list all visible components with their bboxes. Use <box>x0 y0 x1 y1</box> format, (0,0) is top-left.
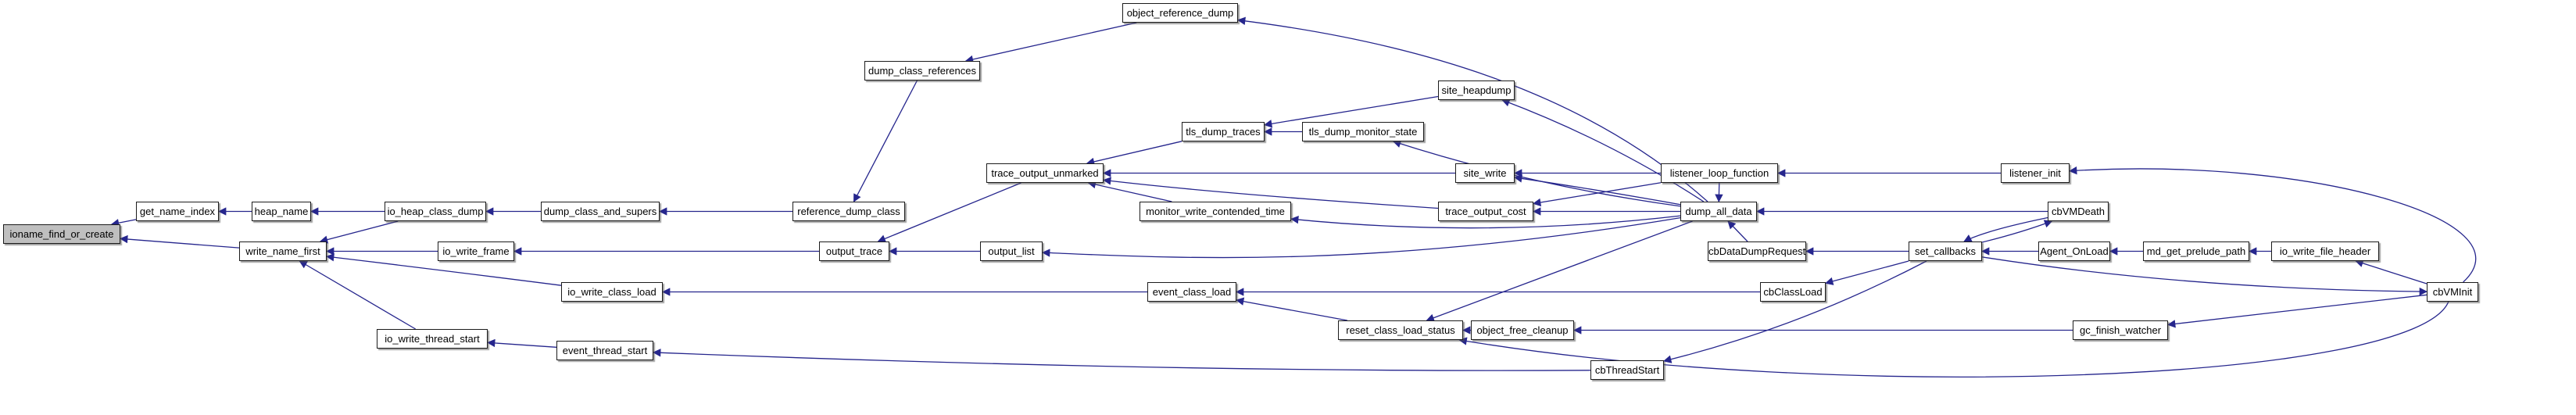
edge-get_name_index-ioname_find_or_create <box>110 219 137 227</box>
node-site_heapdump[interactable]: site_heapdump <box>1438 80 1515 100</box>
edge-io_write_class_load-write_name_first <box>325 253 562 286</box>
node-cbClassLoad[interactable]: cbClassLoad <box>1760 282 1826 302</box>
edge-trace_output_unmarked-output_trace <box>877 182 1021 243</box>
edge-dump_all_data-monitor_write_contended_time <box>1290 215 1681 229</box>
edge-reset_class_load_status-event_class_load <box>1235 297 1348 321</box>
node-listener_init[interactable]: listener_init <box>2001 163 2070 183</box>
edge-dump_all_data-output_list <box>1041 216 1681 259</box>
edge-set_callbacks-cbClassLoad <box>1824 260 1909 285</box>
node-write_name_first[interactable]: write_name_first <box>239 241 327 261</box>
edge-dump_all_data-site_heapdump <box>1501 98 1705 202</box>
edge-listener_loop_function-trace_output_cost <box>1532 182 1662 207</box>
node-io_write_file_header[interactable]: io_write_file_header <box>2271 241 2379 261</box>
edge-site_heapdump-tls_dump_traces <box>1263 95 1439 128</box>
edge-set_callbacks-cbThreadStart <box>1662 260 1927 363</box>
node-cbVMInit[interactable]: cbVMInit <box>2427 282 2478 302</box>
edge-set_callbacks-cbVMInit <box>1981 256 2428 296</box>
node-event_thread_start[interactable]: event_thread_start <box>556 341 653 360</box>
edge-io_write_thread_start-write_name_first <box>299 260 417 330</box>
node-cbVMDeath[interactable]: cbVMDeath <box>2048 202 2109 221</box>
node-reset_class_load_status[interactable]: reset_class_load_status <box>1338 320 1463 340</box>
edge-cbThreadStart-event_thread_start <box>652 349 1591 371</box>
edge-tls_dump_traces-trace_output_unmarked <box>1086 141 1182 166</box>
edge-cbDataDumpRequest-dump_all_data <box>1727 220 1748 242</box>
node-dump_class_and_supers[interactable]: dump_class_and_supers <box>541 202 660 221</box>
edge-cbVMInit-io_write_file_header <box>2355 259 2428 284</box>
edge-set_callbacks-cbVMDeath <box>1981 220 2053 243</box>
node-cbThreadStart[interactable]: cbThreadStart <box>1590 360 1664 380</box>
node-ioname_find_or_create: ioname_find_or_create <box>3 224 120 244</box>
node-object_free_cleanup[interactable]: object_free_cleanup <box>1471 320 1574 340</box>
edge-dump_all_data-reset_class_load_status <box>1426 220 1693 322</box>
node-trace_output_unmarked[interactable]: trace_output_unmarked <box>986 163 1104 183</box>
node-set_callbacks[interactable]: set_callbacks <box>1909 241 1982 261</box>
edge-dump_all_data-object_reference_dump <box>1236 16 1708 202</box>
node-cbDataDumpRequest[interactable]: cbDataDumpRequest <box>1708 241 1806 261</box>
edge-dump_all_data-site_write <box>1513 174 1681 206</box>
node-Agent_OnLoad[interactable]: Agent_OnLoad <box>2038 241 2110 261</box>
node-get_name_index[interactable]: get_name_index <box>136 202 219 221</box>
edge-event_thread_start-io_write_thread_start <box>486 338 557 348</box>
node-event_class_load[interactable]: event_class_load <box>1147 282 1236 302</box>
node-tls_dump_monitor_state[interactable]: tls_dump_monitor_state <box>1302 122 1424 141</box>
edge-monitor_write_contended_time-trace_output_unmarked <box>1087 180 1172 202</box>
node-object_reference_dump[interactable]: object_reference_dump <box>1122 3 1238 23</box>
node-dump_all_data[interactable]: dump_all_data <box>1680 202 1757 221</box>
node-reference_dump_class[interactable]: reference_dump_class <box>792 202 905 221</box>
edge-cbVMDeath-set_callbacks <box>1963 216 2048 242</box>
node-io_write_thread_start[interactable]: io_write_thread_start <box>377 329 488 349</box>
node-trace_output_cost[interactable]: trace_output_cost <box>1438 202 1533 221</box>
edge-io_heap_class_dump-write_name_first <box>319 220 399 244</box>
node-tls_dump_traces[interactable]: tls_dump_traces <box>1182 122 1265 141</box>
edge-dump_class_references-reference_dump_class <box>853 80 918 202</box>
edge-group <box>110 16 2477 377</box>
node-listener_loop_function[interactable]: listener_loop_function <box>1661 163 1778 183</box>
node-site_write[interactable]: site_write <box>1455 163 1515 183</box>
node-io_write_class_load[interactable]: io_write_class_load <box>561 282 663 302</box>
node-gc_finish_watcher[interactable]: gc_finish_watcher <box>2073 320 2168 340</box>
edge-write_name_first-ioname_find_or_create <box>119 234 240 249</box>
node-output_list[interactable]: output_list <box>980 241 1043 261</box>
node-heap_name[interactable]: heap_name <box>252 202 311 221</box>
edge-trace_output_cost-trace_output_unmarked <box>1102 177 1439 209</box>
edge-object_reference_dump-dump_class_references <box>964 22 1137 64</box>
node-md_get_prelude_path[interactable]: md_get_prelude_path <box>2143 241 2249 261</box>
node-io_heap_class_dump[interactable]: io_heap_class_dump <box>385 202 486 221</box>
edge-cbVMInit-listener_init <box>2068 166 2477 283</box>
edge-cbVMInit-gc_finish_watcher <box>2166 294 2428 328</box>
node-dump_class_references[interactable]: dump_class_references <box>864 61 980 80</box>
node-monitor_write_contended_time[interactable]: monitor_write_contended_time <box>1140 202 1291 221</box>
node-output_trace[interactable]: output_trace <box>819 241 889 261</box>
node-io_write_frame[interactable]: io_write_frame <box>438 241 514 261</box>
